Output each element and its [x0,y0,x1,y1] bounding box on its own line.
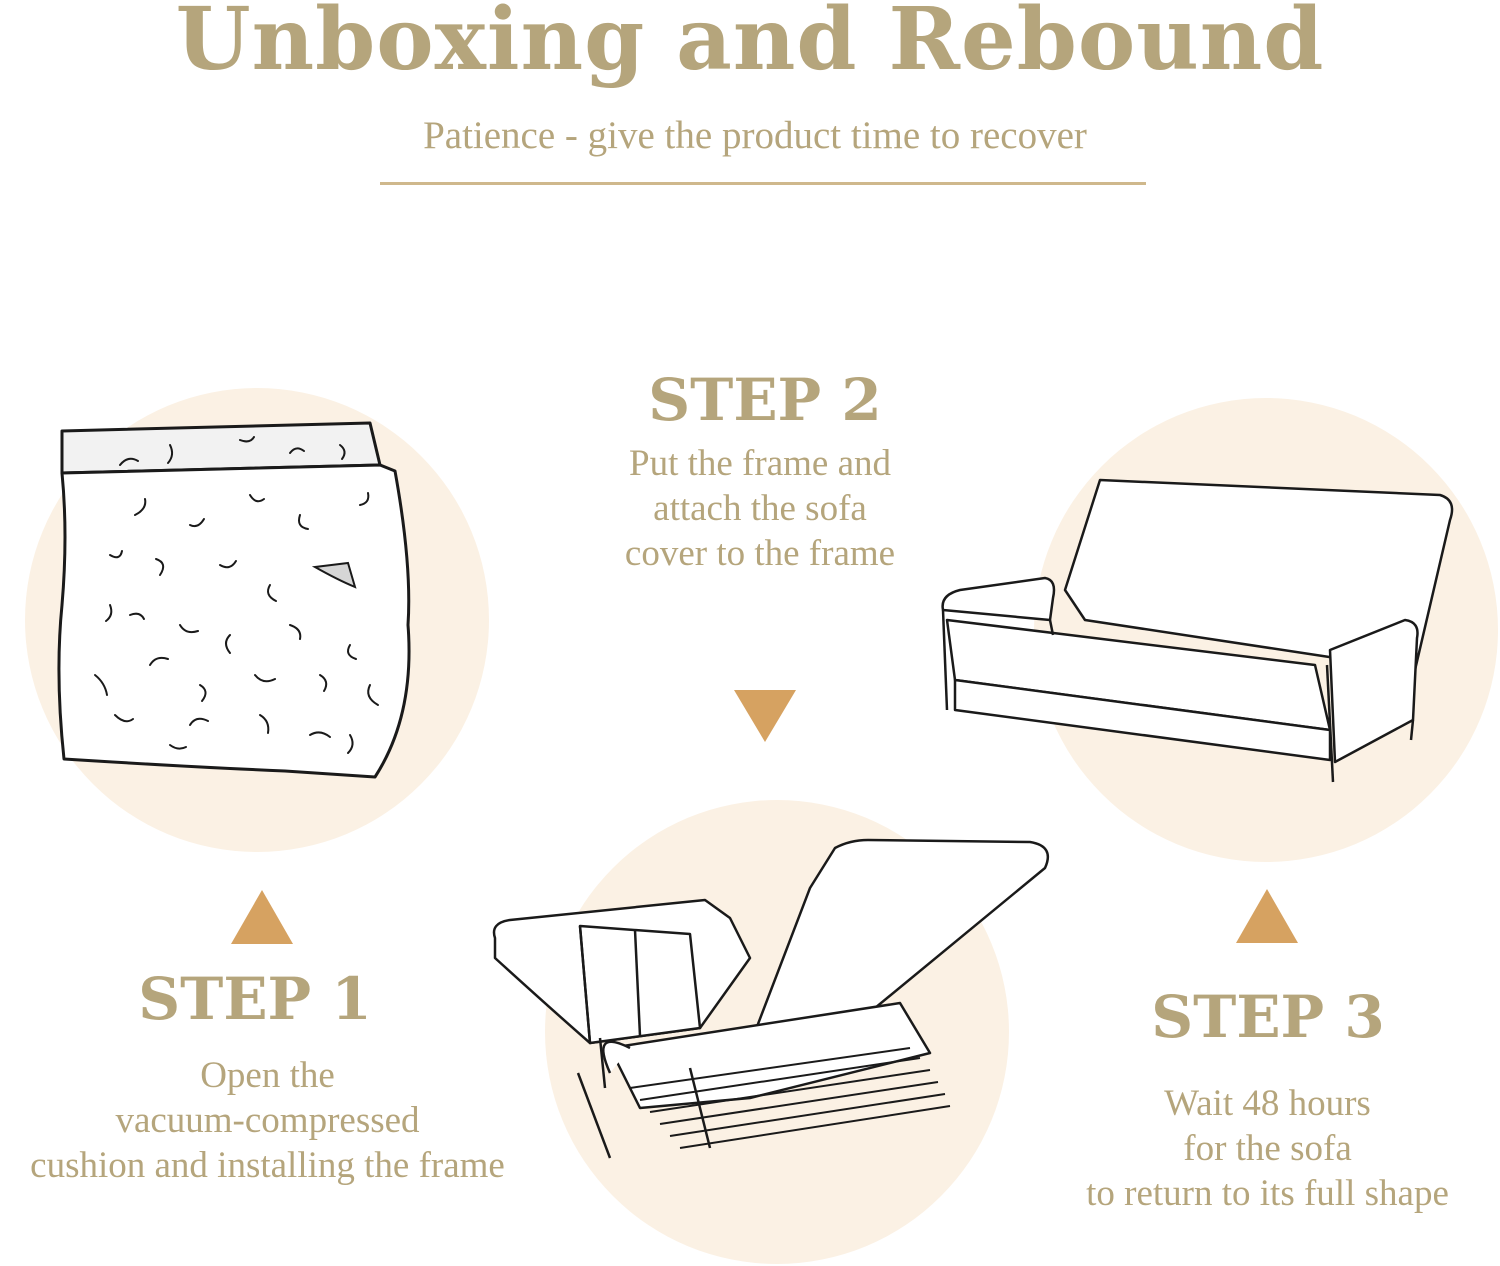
step1-line: Open the [200,1055,335,1096]
step2-title: STEP 2 [648,366,882,434]
step1-line: vacuum-compressed [115,1100,420,1141]
page-subtitle: Patience - give the product time to reco… [423,114,1087,157]
step3-arrow-icon [1236,889,1298,943]
step3-line: Wait 48 hours [1164,1083,1371,1124]
step3-title: STEP 3 [1151,983,1385,1051]
step2-line: Put the frame and [629,443,891,484]
step3-line: for the sofa [1183,1128,1352,1169]
step3-description: Wait 48 hours for the sofa to return to … [1050,1081,1485,1216]
compressed-cushion-illustration [57,421,411,779]
step2-description: Put the frame and attach the sofa cover … [530,441,990,576]
step2-arrow-icon [734,690,796,742]
page-title: Unboxing and Rebound [175,0,1325,90]
step2-line: cover to the frame [624,533,896,574]
title-divider [380,182,1146,185]
step1-title: STEP 1 [138,965,372,1033]
step2-line: attach the sofa [653,488,867,529]
folding-frame-illustration [492,838,1050,1159]
step1-arrow-icon [231,890,293,944]
step1-description: Open the vacuum-compressed cushion and i… [0,1053,535,1188]
step3-line: to return to its full shape [1086,1173,1449,1214]
step1-line: cushion and installing the frame [30,1145,505,1186]
sofa-bed-illustration [941,478,1454,783]
